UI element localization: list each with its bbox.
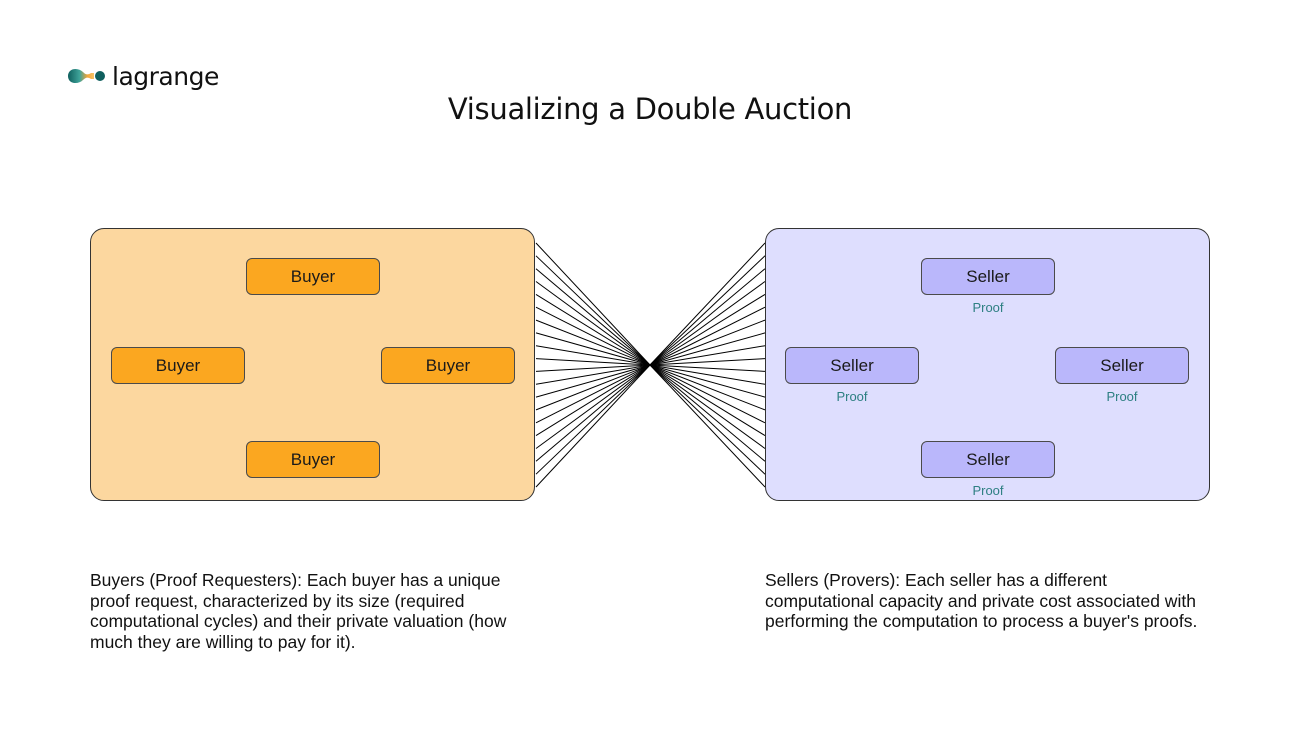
connection-line [649, 281, 766, 366]
connection-line [535, 364, 651, 462]
proof-label: Proof [1106, 389, 1138, 404]
buyers-description: Buyers (Proof Requesters): Each buyer ha… [90, 570, 507, 652]
buyer-node-right: Buyer [381, 347, 515, 384]
connection-line [535, 364, 651, 398]
buyers-panel: Buyer Buyer Buyer Buyer [90, 228, 535, 501]
brand-name: lagrange [112, 61, 219, 91]
connection-line [535, 364, 651, 488]
connection-line [649, 364, 766, 475]
connection-line [535, 364, 651, 385]
seller-node-top: Seller [921, 258, 1055, 295]
connection-line [535, 364, 651, 449]
connection-line [649, 364, 766, 488]
connection-line [649, 319, 766, 366]
connection-line [649, 364, 766, 449]
connection-line [649, 364, 766, 437]
buyer-node-left: Buyer [111, 347, 245, 384]
seller-node-bottom: Seller [921, 441, 1055, 478]
proof-label: Proof [836, 389, 868, 404]
connection-line [649, 364, 766, 424]
connection-line [649, 345, 766, 366]
connection-line [535, 364, 651, 424]
connection-line [535, 364, 651, 372]
buyer-node-bottom: Buyer [246, 441, 380, 478]
connection-line [649, 268, 766, 366]
connection-line [535, 242, 651, 366]
connection-line [649, 242, 766, 366]
connection-line [535, 255, 651, 366]
proof-label: Proof [972, 300, 1004, 315]
connection-line [535, 268, 651, 366]
connection-line [535, 306, 651, 366]
connection-line [649, 332, 766, 366]
connection-line [649, 364, 766, 372]
connection-line [535, 358, 651, 366]
lagrange-logo: lagrange [66, 60, 219, 92]
page-title: Visualizing a Double Auction [447, 92, 853, 126]
connection-line [535, 364, 651, 411]
buyer-node-top: Buyer [246, 258, 380, 295]
connection-line [535, 319, 651, 366]
connection-line [535, 293, 651, 366]
connection-line [649, 306, 766, 366]
connection-line [535, 345, 651, 366]
connection-line [649, 364, 766, 385]
connection-line [535, 364, 651, 475]
sellers-description: Sellers (Provers): Each seller has a dif… [765, 570, 1198, 631]
lagrange-logo-icon [68, 68, 105, 84]
seller-node-right: Seller [1055, 347, 1189, 384]
connection-line [649, 358, 766, 366]
proof-label: Proof [972, 483, 1004, 498]
connection-line [535, 332, 651, 366]
sellers-panel: Seller Proof Seller Proof Seller Proof S… [765, 228, 1210, 501]
connection-line [535, 364, 651, 437]
connection-line [649, 364, 766, 398]
connection-line [649, 293, 766, 366]
connection-line [535, 281, 651, 366]
connection-line [649, 255, 766, 366]
connection-line [649, 364, 766, 462]
connection-line [649, 364, 766, 411]
seller-node-left: Seller [785, 347, 919, 384]
